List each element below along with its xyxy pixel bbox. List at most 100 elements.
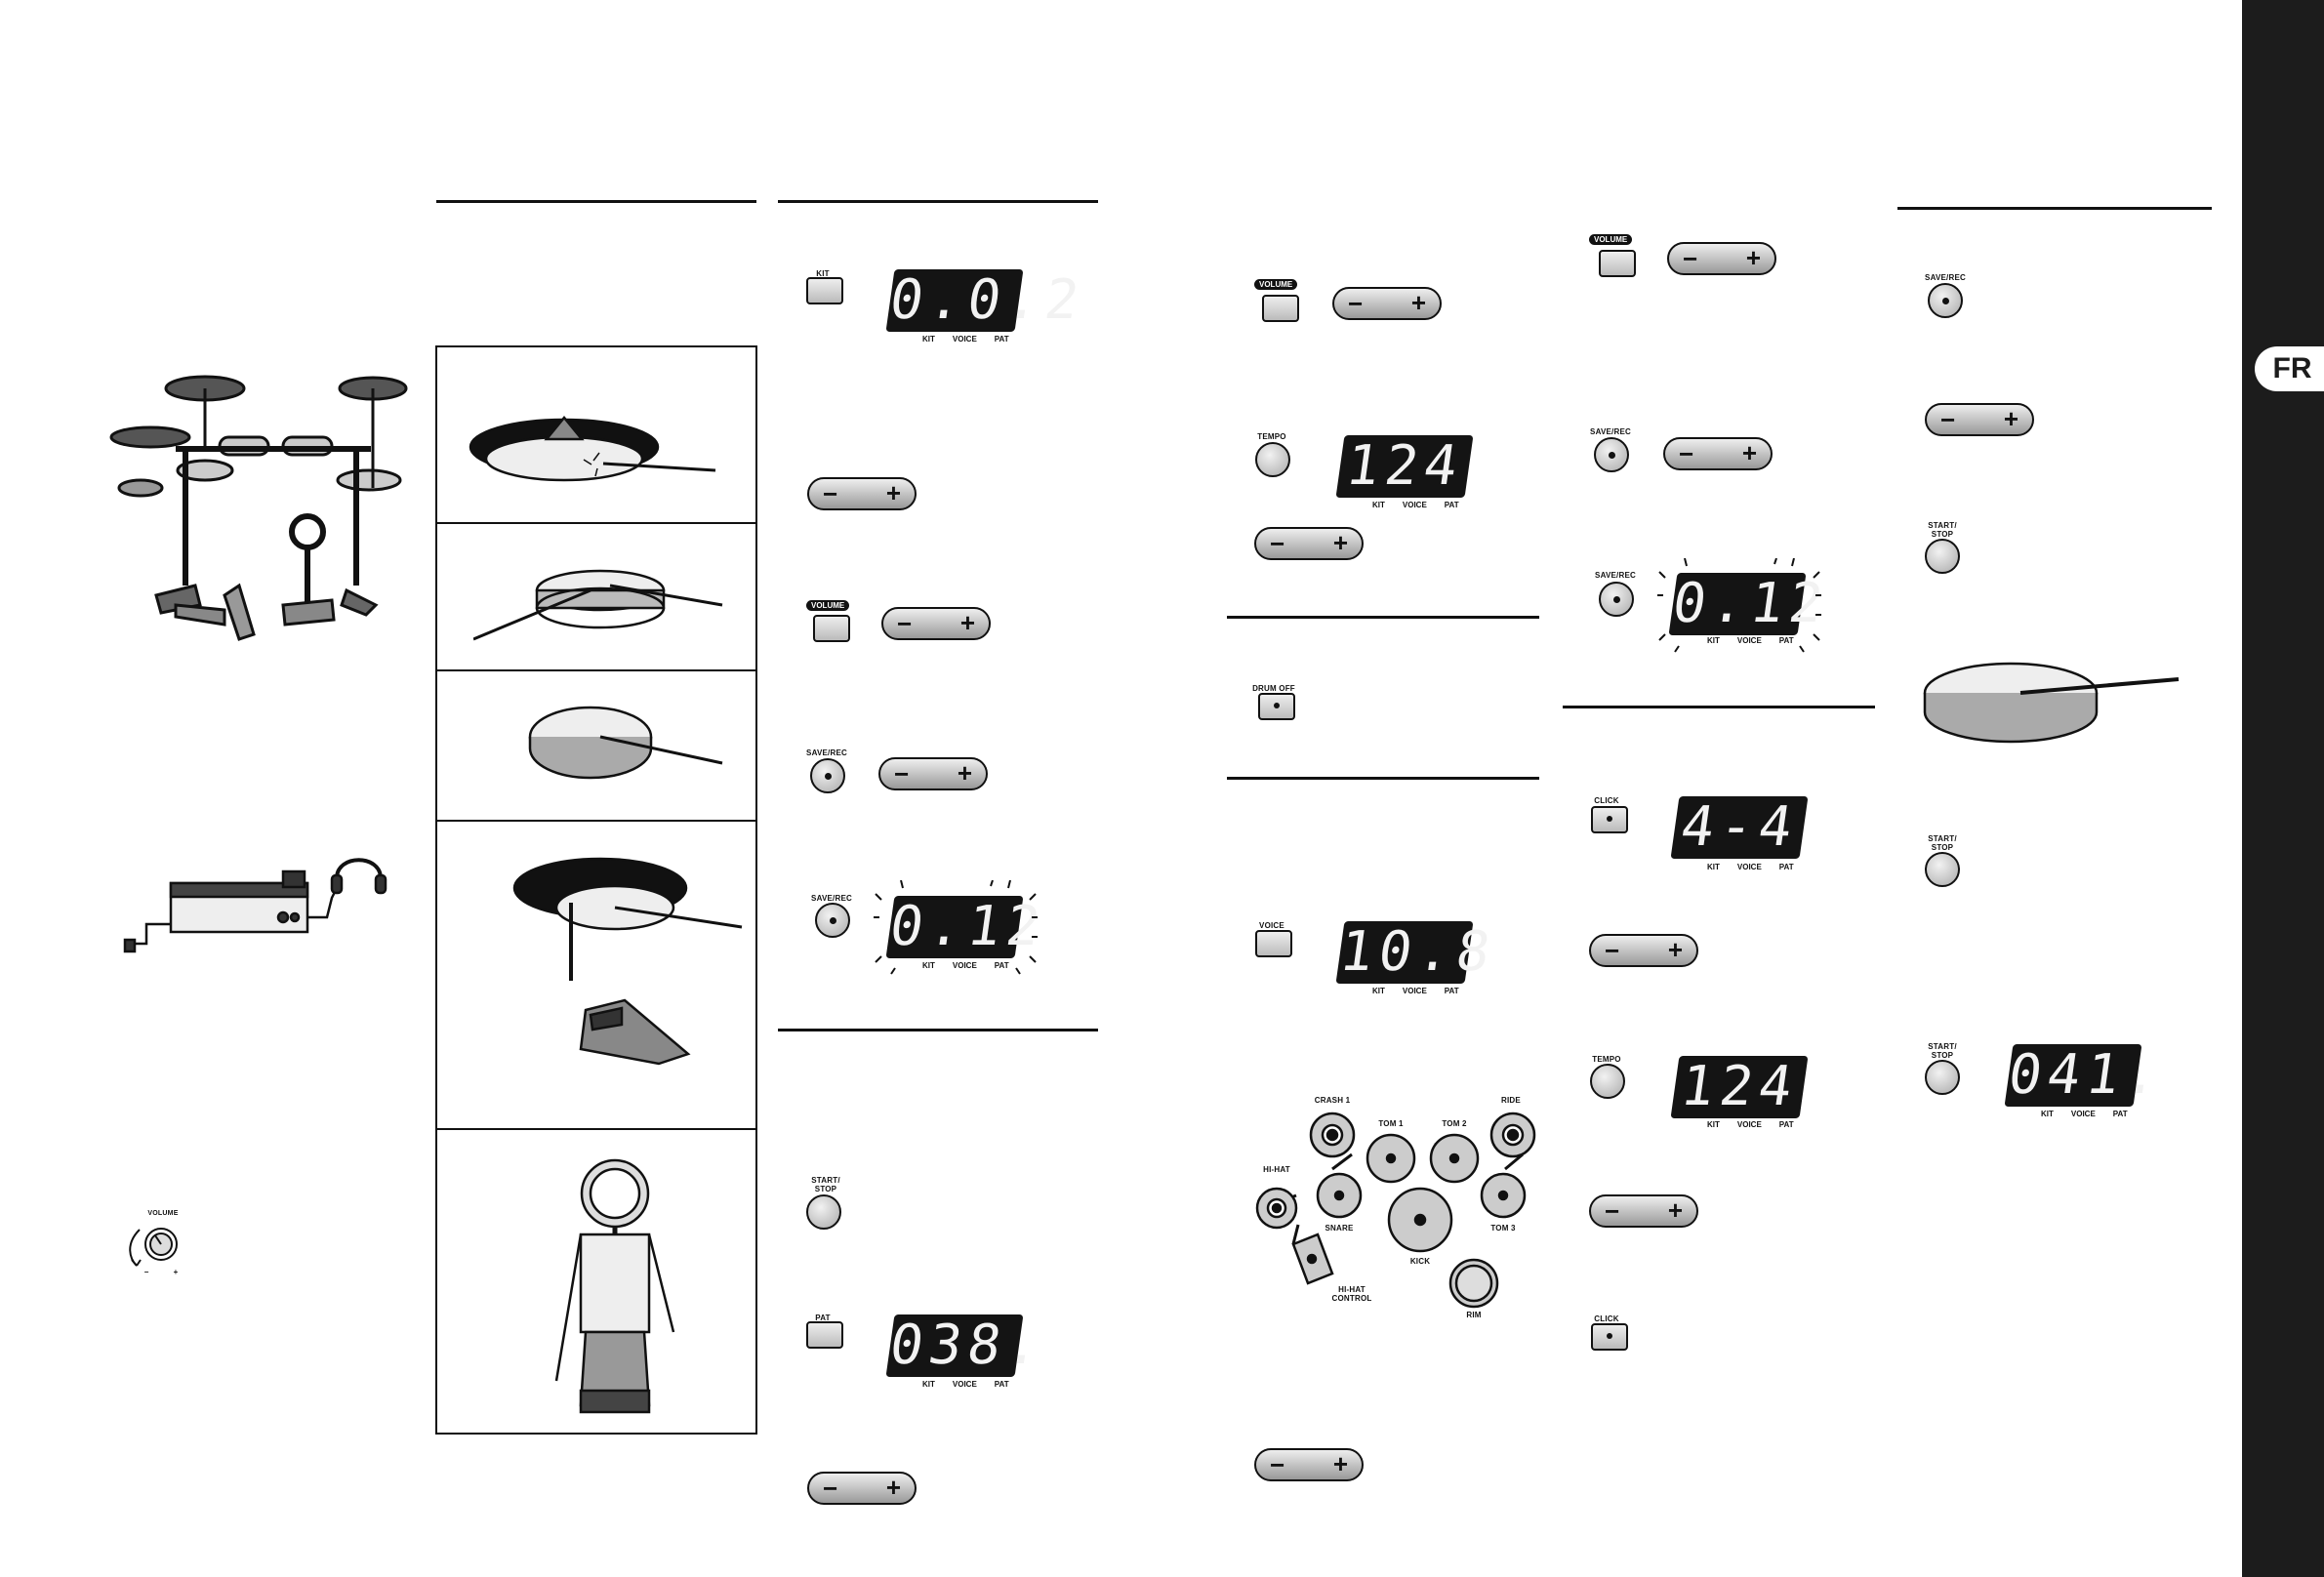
hihat-pedal-illustration (512, 857, 743, 1066)
save-rec-button[interactable] (1599, 582, 1634, 617)
pad-label-rim: RIM (1466, 1311, 1482, 1319)
voice-button[interactable] (1255, 930, 1292, 957)
voice-button-label: VOICE (1259, 921, 1284, 930)
display-start-041: 041. (2004, 1043, 2169, 1107)
pad-label-kick: KICK (1409, 1257, 1431, 1266)
volume-knob[interactable] (115, 1215, 203, 1283)
pad-map-diagram (1255, 1112, 1536, 1309)
pad-label-tom2: TOM 2 (1442, 1119, 1467, 1128)
pad-label-snare: SNARE (1325, 1224, 1354, 1233)
click-button[interactable] (1591, 806, 1628, 833)
pad-label-hihat: HI-HAT (1263, 1165, 1290, 1174)
display-click-44: 4-4 (1670, 795, 1809, 859)
knob-minus: − (143, 1268, 149, 1276)
section-rule (1227, 616, 1539, 619)
tom-pad-illustration (473, 569, 723, 641)
tempo-rocker[interactable]: −+ (1589, 1194, 1698, 1228)
start-stop-button[interactable] (1925, 1060, 1960, 1095)
pat-button[interactable] (806, 1321, 843, 1349)
drum-kit-illustration (109, 375, 408, 641)
snare-pad-illustration (528, 706, 723, 780)
side-tab (2242, 0, 2324, 1577)
display-tempo-124: 124 (1335, 434, 1474, 498)
pad-label-tom3: TOM 3 (1490, 1224, 1516, 1233)
start-stop-label: START/ STOP (811, 1176, 840, 1193)
language-tab[interactable]: FR (2255, 346, 2324, 391)
tempo-label: TEMPO (1257, 432, 1286, 441)
value-rocker[interactable]: −+ (1925, 403, 2034, 436)
value-rocker[interactable]: −+ (807, 1472, 917, 1505)
display-pat-038: 038. (885, 1314, 1050, 1377)
drum-off-label: DRUM OFF (1252, 684, 1295, 693)
volume-button[interactable] (1599, 250, 1636, 277)
value-rocker[interactable]: −+ (1663, 437, 1773, 470)
start-stop-label: START/ STOP (1928, 521, 1957, 539)
kick-pedal-illustration (554, 1158, 675, 1414)
tempo-label: TEMPO (1592, 1055, 1621, 1064)
volume-rocker[interactable]: −+ (1332, 287, 1442, 320)
display-tempo-124-b: 124 (1670, 1055, 1809, 1118)
click-button[interactable] (1591, 1323, 1628, 1351)
start-stop-button[interactable] (1925, 852, 1960, 887)
start-stop-label: START/ STOP (1928, 834, 1957, 852)
volume-rocker[interactable]: −+ (1667, 242, 1776, 275)
save-rec-button[interactable] (1594, 437, 1629, 472)
pad-divider (435, 522, 757, 524)
section-rule (1897, 207, 2212, 210)
display-kit-002: 0.0.2 (885, 268, 1089, 332)
save-rec-label: SAVE/REC (1590, 427, 1631, 436)
save-rec-button[interactable] (810, 758, 845, 793)
value-rocker[interactable]: −+ (878, 757, 988, 790)
save-rec-label: SAVE/REC (806, 748, 847, 757)
start-stop-button[interactable] (1925, 539, 1960, 574)
section-rule (436, 200, 756, 203)
section-rule (778, 1029, 1098, 1031)
volume-tag: VOLUME (1254, 279, 1298, 290)
volume-tag: VOLUME (806, 600, 850, 611)
tempo-button[interactable] (1255, 442, 1290, 477)
section-rule (1227, 777, 1539, 780)
kit-button-label: KIT (816, 269, 830, 278)
value-rocker[interactable]: −+ (1589, 934, 1698, 967)
save-rec-button[interactable] (815, 903, 850, 938)
display-voice-108: 10.8 (1335, 920, 1500, 984)
volume-button[interactable] (1262, 295, 1299, 322)
section-rule (1563, 706, 1875, 708)
pat-button-label: PAT (815, 1314, 831, 1322)
knob-plus: + (173, 1268, 179, 1276)
pad-illustration-frame (435, 345, 757, 1435)
snare-pad-strike-illustration (1923, 662, 2180, 744)
volume-tag: VOLUME (1589, 234, 1633, 245)
section-rule (778, 200, 1098, 203)
click-label: CLICK (1594, 796, 1619, 805)
drum-off-button[interactable] (1258, 693, 1295, 720)
pad-label-ride: RIDE (1501, 1096, 1521, 1105)
tempo-rocker[interactable]: −+ (1254, 527, 1364, 560)
volume-button[interactable] (813, 615, 850, 642)
click-label: CLICK (1594, 1314, 1619, 1323)
save-rec-label: SAVE/REC (1925, 273, 1966, 282)
value-rocker[interactable]: −+ (1254, 1448, 1364, 1481)
save-rec-label: SAVE/REC (811, 894, 852, 903)
pad-divider (435, 820, 757, 822)
pad-label-crash1: CRASH 1 (1314, 1096, 1351, 1105)
save-rec-label: SAVE/REC (1595, 571, 1636, 580)
kit-button[interactable] (806, 277, 843, 304)
pad-divider (435, 1128, 757, 1130)
volume-rocker[interactable]: −+ (881, 607, 991, 640)
pad-divider (435, 669, 757, 671)
pad-label-tom1: TOM 1 (1378, 1119, 1404, 1128)
tempo-button[interactable] (1590, 1064, 1625, 1099)
blink-rays (874, 880, 1038, 975)
save-rec-button[interactable] (1928, 283, 1963, 318)
start-stop-button[interactable] (806, 1194, 841, 1230)
volume-knob-label: VOLUME (147, 1210, 179, 1217)
start-stop-label: START/ STOP (1928, 1042, 1957, 1060)
value-rocker[interactable]: −+ (807, 477, 917, 510)
